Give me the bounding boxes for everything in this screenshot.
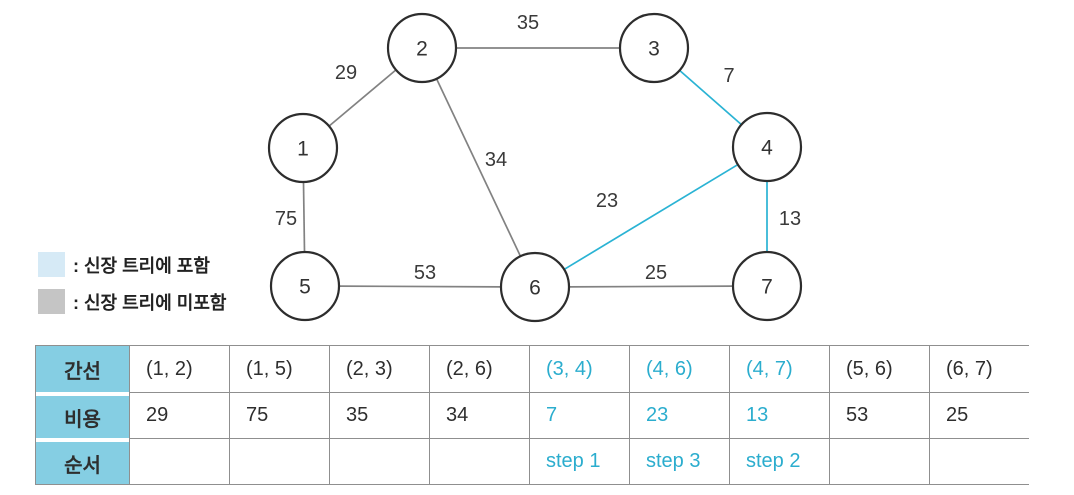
edge-weight-5-6: 53 (414, 262, 436, 284)
cell-step-5: step 3 (629, 438, 729, 484)
cell-step-3 (429, 438, 529, 484)
edge-weight-4-7: 13 (779, 208, 801, 230)
cell-cost-3: 34 (429, 392, 529, 438)
graph-edge-5-6 (338, 285, 502, 288)
legend-swatch-excluded (38, 289, 65, 314)
graph-node-5 (269, 250, 341, 322)
cell-cost-7: 53 (829, 392, 929, 438)
graph-node-label-6: 6 (529, 277, 541, 300)
graph-edge-4-6 (563, 163, 739, 271)
cell-edge-4: (3, 4) (529, 346, 629, 392)
graph-node-label-1: 1 (297, 138, 309, 161)
graph-node-4 (731, 111, 803, 183)
edge-weight-6-7: 25 (645, 262, 667, 284)
edge-weight-2-6: 34 (485, 149, 507, 171)
cell-step-1 (229, 438, 329, 484)
legend: : 신장 트리에 포함 : 신장 트리에 미포함 (38, 252, 226, 326)
cell-cost-6: 13 (729, 392, 829, 438)
graph-edge-1-5 (302, 181, 306, 253)
cell-cost-4: 7 (529, 392, 629, 438)
cell-cost-0: 29 (129, 392, 229, 438)
legend-swatch-included (38, 252, 65, 277)
edge-weight-1-2: 29 (335, 62, 357, 84)
graph-node-label-7: 7 (761, 276, 773, 299)
cell-edge-8: (6, 7) (929, 346, 1029, 392)
edge-weight-3-4: 7 (723, 65, 734, 87)
graph-node-6 (499, 251, 571, 323)
cell-step-6: step 2 (729, 438, 829, 484)
cell-step-0 (129, 438, 229, 484)
cell-edge-6: (4, 7) (729, 346, 829, 392)
edge-weight-4-6: 23 (596, 190, 618, 212)
cell-cost-2: 35 (329, 392, 429, 438)
graph-node-label-4: 4 (761, 137, 773, 160)
graph-edge-6-7 (568, 285, 734, 288)
edge-cost-table: 간선(1, 2)(1, 5)(2, 3)(2, 6)(3, 4)(4, 6)(4… (35, 345, 1029, 485)
graph-node-1 (267, 112, 339, 184)
cell-edge-7: (5, 6) (829, 346, 929, 392)
graph-node-3 (618, 12, 690, 84)
graph-node-label-3: 3 (648, 38, 660, 61)
cell-edge-2: (2, 3) (329, 346, 429, 392)
row-header-step: 순서 (36, 438, 129, 484)
legend-item-included: : 신장 트리에 포함 (38, 252, 226, 277)
row-header-edge: 간선 (36, 346, 129, 392)
graph-edge-2-6 (435, 78, 522, 257)
cell-edge-5: (4, 6) (629, 346, 729, 392)
edge-weight-1-5: 75 (275, 208, 297, 230)
graph-node-2 (386, 12, 458, 84)
graph-node-label-5: 5 (299, 276, 311, 299)
graph-edge-1-2 (328, 69, 397, 127)
legend-label-included: : 신장 트리에 포함 (73, 255, 210, 276)
cell-step-2 (329, 438, 429, 484)
legend-item-excluded: : 신장 트리에 미포함 (38, 289, 226, 314)
cell-cost-1: 75 (229, 392, 329, 438)
row-header-cost: 비용 (36, 392, 129, 438)
cell-edge-0: (1, 2) (129, 346, 229, 392)
graph-node-label-2: 2 (416, 38, 428, 61)
graph-edge-3-4 (679, 69, 742, 126)
cell-step-8 (929, 438, 1029, 484)
graph-node-7 (731, 250, 803, 322)
cell-step-7 (829, 438, 929, 484)
cell-edge-3: (2, 6) (429, 346, 529, 392)
legend-label-excluded: : 신장 트리에 미포함 (73, 292, 227, 313)
edge-weight-2-3: 35 (517, 12, 539, 34)
cell-step-4: step 1 (529, 438, 629, 484)
cell-edge-1: (1, 5) (229, 346, 329, 392)
cell-cost-8: 25 (929, 392, 1029, 438)
cell-cost-5: 23 (629, 392, 729, 438)
